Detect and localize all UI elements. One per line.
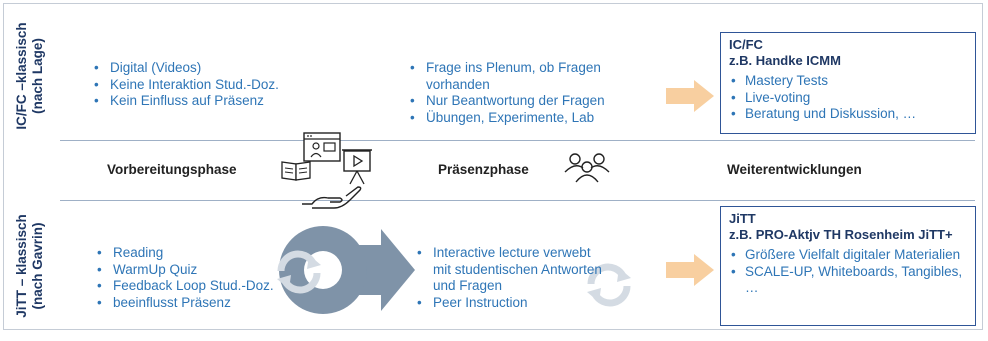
list-item: Peer Instruction xyxy=(415,295,605,312)
phase-label-prep: Vorbereitungsphase xyxy=(107,162,237,177)
presentation-board-icon xyxy=(342,149,372,185)
bottom-presence-list: Interactive lecture verwebt mit studenti… xyxy=(415,245,605,311)
giving-hand-icon xyxy=(302,186,362,209)
list-item: Größere Vielfalt digitaler Materialien xyxy=(729,247,967,264)
separator-bottom xyxy=(60,200,975,201)
list-item: beeinflusst Präsenz xyxy=(95,295,295,312)
box-list: Mastery Tests Live-voting Beratung und D… xyxy=(729,73,967,123)
phase-label-further: Weiterentwicklungen xyxy=(727,162,862,177)
side-label-top: IC/FC –klassisch (nach Lage) xyxy=(14,22,45,130)
box-list: Größere Vielfalt digitaler Materialien S… xyxy=(729,247,967,297)
top-prep-list: Digital (Videos) Keine Interaktion Stud.… xyxy=(92,60,352,110)
list-item: Feedback Loop Stud.-Doz. xyxy=(95,278,295,295)
list-item: Digital (Videos) xyxy=(92,60,352,77)
list-item: Interactive lecture verwebt mit studenti… xyxy=(415,245,605,295)
box-title: JiTT xyxy=(729,211,756,226)
list-item: Kein Einfluss auf Präsenz xyxy=(92,93,352,110)
list-item: Nur Beantwortung der Fragen xyxy=(408,93,653,110)
list-item: Keine Interaktion Stud.-Doz. xyxy=(92,77,352,94)
list-item: Live-voting xyxy=(729,90,967,107)
box-subtitle: z.B. Handke ICMM xyxy=(729,52,841,68)
group-icon xyxy=(564,153,610,183)
list-item: Reading xyxy=(95,245,295,262)
list-item: Frage ins Plenum, ob Fragen vorhanden xyxy=(408,60,653,93)
separator-top xyxy=(60,140,975,141)
list-item: Übungen, Experimente, Lab xyxy=(408,110,653,127)
side-label-bottom: JiTT – klassisch (nach Gavrin) xyxy=(14,214,45,318)
arrow-right-icon xyxy=(666,80,714,112)
jitt-box: JiTT z.B. PRO-Aktjv TH Rosenheim JiTT+ G… xyxy=(720,206,976,326)
box-title: IC/FC xyxy=(729,37,763,52)
book-icon xyxy=(281,161,311,181)
video-lecture-icon xyxy=(303,132,341,162)
bottom-prep-list: Reading WarmUp Quiz Feedback Loop Stud.-… xyxy=(95,245,295,311)
list-item: WarmUp Quiz xyxy=(95,262,295,279)
phase-label-presence: Präsenzphase xyxy=(438,162,529,177)
list-item: Beratung und Diskussion, … xyxy=(729,106,967,123)
top-presence-list: Frage ins Plenum, ob Fragen vorhanden Nu… xyxy=(408,60,653,126)
arrow-right-icon xyxy=(666,254,714,286)
box-subtitle: z.B. PRO-Aktjv TH Rosenheim JiTT+ xyxy=(729,226,953,242)
list-item: Mastery Tests xyxy=(729,73,967,90)
list-item: SCALE-UP, Whiteboards, Tangibles, … xyxy=(729,264,967,297)
icfc-box: IC/FC z.B. Handke ICMM Mastery Tests Liv… xyxy=(720,32,976,134)
